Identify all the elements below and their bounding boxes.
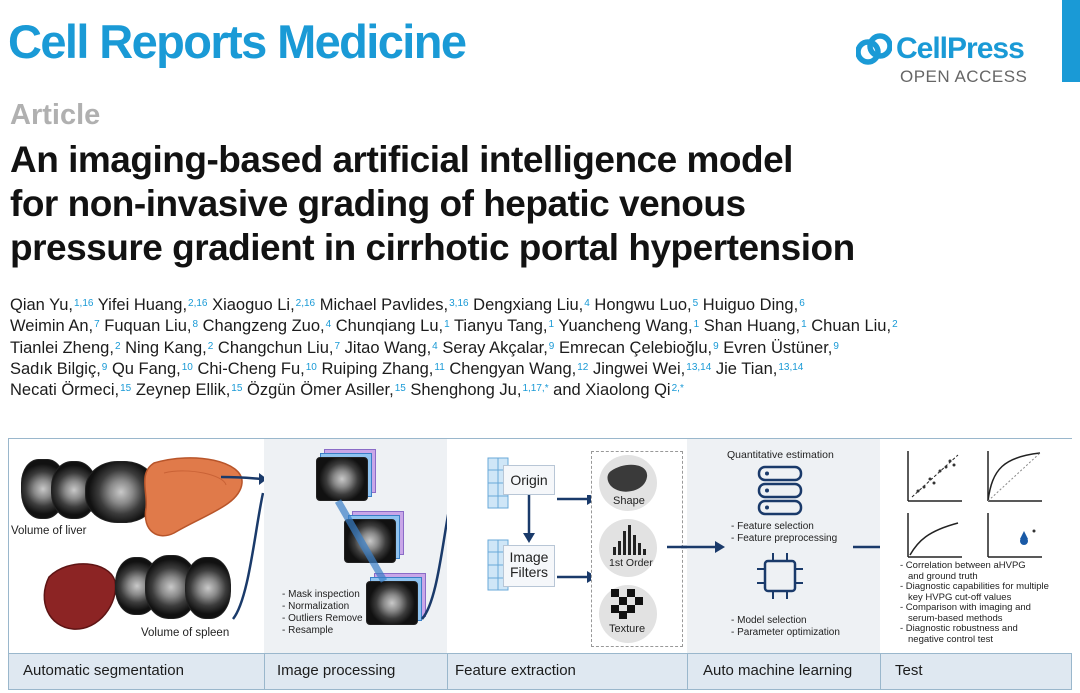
title-line: pressure gradient in cirrhotic portal hy… bbox=[10, 227, 855, 268]
filters-line: Filters bbox=[509, 564, 549, 580]
flow-arrow-icon bbox=[681, 541, 725, 553]
author-line: Weimin An,7 Fuquan Liu,8 Changzeng Zuo,4… bbox=[10, 317, 898, 336]
quantitative-label: Quantitative estimation bbox=[727, 449, 834, 461]
test-item: - Comparison with imaging and bbox=[900, 602, 1031, 613]
cellpress-logo-icon bbox=[856, 33, 892, 65]
author-line: Qian Yu,1,16 Yifei Huang,2,16 Xiaoguo Li… bbox=[10, 296, 805, 314]
automl-step: - Feature preprocessing bbox=[731, 533, 838, 544]
automl-panel: Quantitative estimation - Feature select… bbox=[681, 439, 897, 653]
author-line: Tianlei Zheng,2 Ning Kang,2 Changchun Li… bbox=[10, 338, 839, 357]
title-line: for non-invasive grading of hepatic veno… bbox=[10, 183, 746, 224]
chip-icon bbox=[757, 553, 803, 599]
ct-slice bbox=[316, 457, 368, 501]
processing-panel: - Mask inspection - Normalization - Outl… bbox=[264, 439, 458, 653]
test-item: - Diagnostic capabilities for multiple bbox=[900, 581, 1049, 592]
database-icon bbox=[757, 465, 803, 516]
filters-line: Image bbox=[509, 549, 549, 565]
bar-compare-icon bbox=[907, 513, 962, 558]
test-panel: - Correlation between aHVPG and ground t… bbox=[880, 439, 1073, 653]
ct-slice bbox=[185, 557, 231, 619]
test-item: - Correlation between aHVPG bbox=[900, 560, 1026, 571]
liver-3d-icon bbox=[144, 457, 243, 537]
cellpress-logo[interactable]: CellPress OPEN ACCESS bbox=[856, 30, 1041, 88]
stage-label: Automatic segmentation bbox=[23, 662, 184, 679]
histogram-icon bbox=[613, 525, 646, 555]
shape-label: Shape bbox=[613, 495, 645, 507]
author-list: Qian Yu,1,16 Yifei Huang,2,16 Xiaoguo Li… bbox=[10, 295, 1078, 401]
automl-step: - Feature selection bbox=[731, 521, 814, 532]
stage-divider bbox=[687, 654, 688, 690]
processing-step: - Normalization bbox=[282, 601, 350, 612]
graphical-abstract: Volume of liver Volume of spleen - Mask … bbox=[8, 438, 1073, 690]
flow-arrow-icon bbox=[220, 473, 267, 620]
test-item: - Diagnostic robustness and bbox=[900, 623, 1018, 634]
test-item: and ground truth bbox=[908, 570, 978, 582]
automl-step: - Parameter optimization bbox=[731, 627, 840, 638]
publisher-name: CellPress bbox=[896, 32, 1025, 65]
author-line: Sadık Bilgiç,9 Qu Fang,10 Chi-Cheng Fu,1… bbox=[10, 359, 804, 378]
open-access-label: OPEN ACCESS bbox=[900, 67, 1028, 86]
title-line: An imaging-based artificial intelligence… bbox=[10, 139, 793, 180]
liver-label: Volume of liver bbox=[11, 525, 87, 537]
processing-step: - Mask inspection bbox=[282, 589, 360, 600]
texture-icon bbox=[611, 589, 643, 619]
journal-title: Cell Reports Medicine bbox=[8, 15, 467, 68]
first-order-label: 1st Order bbox=[609, 557, 653, 569]
spleen-label: Volume of spleen bbox=[141, 627, 230, 639]
stage-divider bbox=[880, 654, 881, 690]
test-item: serum-based methods bbox=[908, 612, 1003, 624]
stage-label: Feature extraction bbox=[455, 662, 576, 679]
stage-divider bbox=[447, 654, 448, 690]
robustness-icon bbox=[987, 513, 1042, 558]
origin-box: Origin bbox=[503, 465, 555, 495]
feature-panel: Origin Image Filters Shape bbox=[447, 439, 697, 653]
article-type: Article bbox=[10, 99, 101, 131]
stage-bar: Automatic segmentation Image processing … bbox=[9, 653, 1071, 690]
stage-label: Auto machine learning bbox=[703, 662, 853, 679]
test-items: - Correlation between aHVPG and ground t… bbox=[900, 560, 1049, 645]
filters-box: Image Filters bbox=[503, 545, 555, 587]
stage-divider bbox=[264, 654, 265, 690]
stage-label: Test bbox=[895, 662, 923, 679]
roc-curve-icon bbox=[987, 451, 1042, 502]
author-line: Necati Örmeci,15 Zeynep Ellik,15 Özgün Ö… bbox=[10, 381, 684, 400]
processing-step: - Resample bbox=[282, 625, 334, 636]
test-item: negative control test bbox=[908, 633, 994, 645]
processing-flow-icon bbox=[334, 499, 388, 583]
segmentation-panel: Volume of liver Volume of spleen bbox=[9, 439, 267, 653]
test-item: key HVPG cut-off values bbox=[908, 591, 1012, 603]
ct-slice bbox=[366, 581, 418, 625]
scatter-plot-icon bbox=[907, 451, 962, 502]
article-title: An imaging-based artificial intelligence… bbox=[10, 138, 855, 270]
automl-step: - Model selection bbox=[731, 615, 807, 626]
brand-bar bbox=[1062, 0, 1080, 82]
texture-label: Texture bbox=[609, 623, 646, 635]
spleen-3d-icon bbox=[43, 563, 117, 630]
stage-label: Image processing bbox=[277, 662, 396, 679]
processing-step: - Outliers Remove bbox=[282, 613, 363, 624]
shape-icon bbox=[607, 464, 648, 492]
